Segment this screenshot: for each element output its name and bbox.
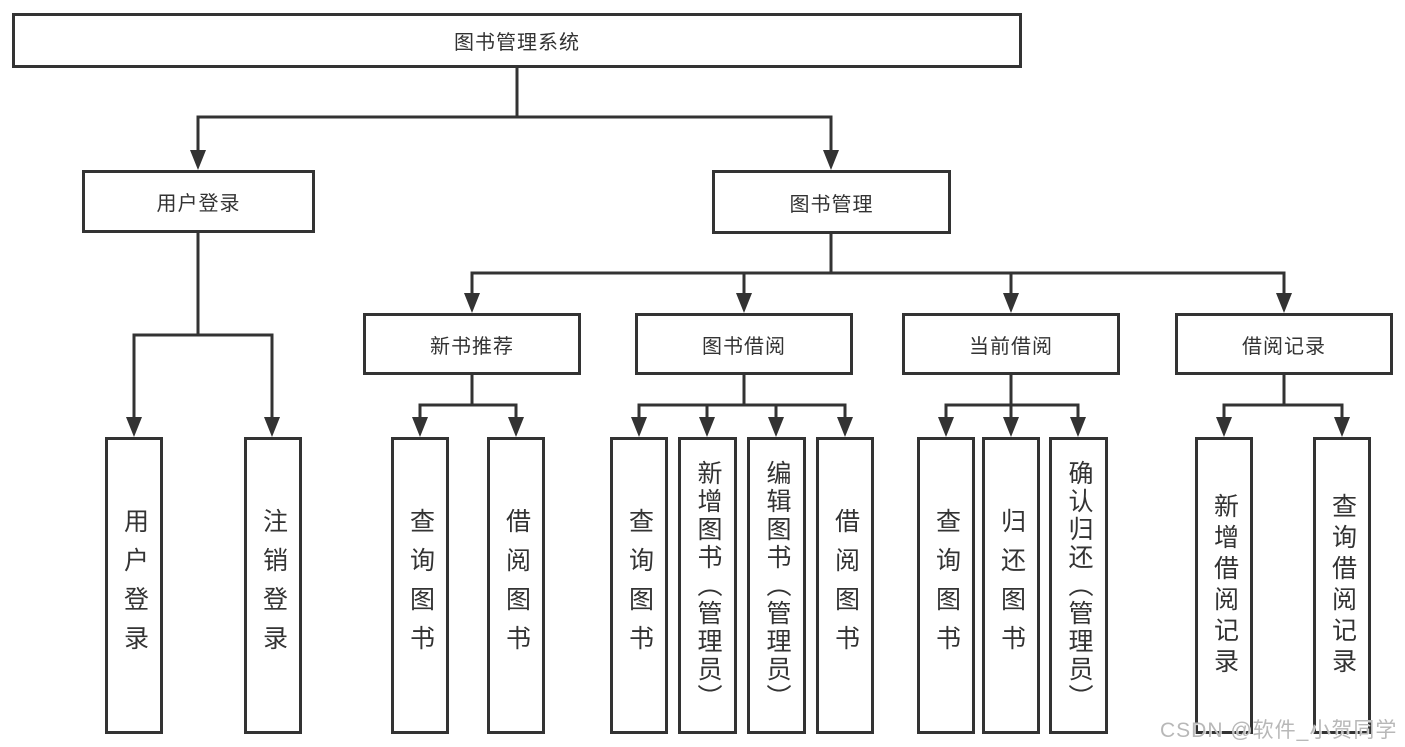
- node-label: 确认归还（管理员）: [1065, 459, 1093, 712]
- node-label: 借阅图书: [502, 507, 531, 664]
- connector-borrow-records-to-leaves: [1216, 375, 1350, 437]
- arrowhead-icon: [508, 417, 524, 437]
- leaf-logout: 注销登录: [244, 437, 302, 734]
- arrowhead-icon: [938, 417, 954, 437]
- arrowhead-icon: [464, 293, 480, 313]
- arrowhead-icon: [1216, 417, 1232, 437]
- node-book-management: 图书管理: [712, 170, 951, 234]
- node-label: 借阅图书: [831, 507, 860, 664]
- node-borrow-records: 借阅记录: [1175, 313, 1393, 375]
- arrowhead-icon: [1070, 417, 1086, 437]
- node-label: 注销登录: [259, 507, 288, 664]
- connector-book-borrow-to-leaves: [631, 375, 853, 437]
- node-label: 查询借阅记录: [1328, 492, 1357, 679]
- leaf-current-return-books: 归还图书: [982, 437, 1040, 734]
- node-label: 新增图书（管理员）: [694, 459, 722, 712]
- arrowhead-icon: [1276, 293, 1292, 313]
- node-label: 借阅记录: [1242, 335, 1326, 358]
- connector-line: [196, 68, 833, 151]
- arrowhead-icon: [823, 150, 839, 170]
- arrowhead-icon: [190, 150, 206, 170]
- connector-line: [944, 375, 1080, 418]
- connector-book-management-to-level3: [464, 234, 1292, 313]
- node-label: 图书管理: [789, 193, 874, 216]
- arrowhead-icon: [736, 293, 752, 313]
- arrowhead-icon: [631, 417, 647, 437]
- connector-line: [637, 375, 847, 418]
- arrowhead-icon: [412, 417, 428, 437]
- node-new-book-recommend: 新书推荐: [363, 313, 581, 375]
- node-label: 归还图书: [997, 507, 1026, 664]
- leaf-current-confirm-return-admin: 确认归还（管理员）: [1049, 437, 1108, 734]
- arrowhead-icon: [126, 417, 142, 437]
- node-label: 查询图书: [625, 507, 654, 664]
- leaf-user-login: 用户登录: [105, 437, 163, 734]
- connector-new-book-recommend-to-leaves: [412, 375, 524, 437]
- connector-root-to-level2: [190, 68, 839, 170]
- arrowhead-icon: [768, 417, 784, 437]
- node-user-login: 用户登录: [82, 170, 315, 233]
- leaf-borrow-borrow-books: 借阅图书: [816, 437, 874, 734]
- leaf-borrow-query-books: 查询图书: [610, 437, 668, 734]
- arrowhead-icon: [1003, 293, 1019, 313]
- connector-user-login-to-leaves: [126, 233, 280, 437]
- node-book-borrow: 图书借阅: [635, 313, 853, 375]
- node-label: 用户登录: [156, 193, 241, 215]
- node-label: 查询图书: [406, 507, 435, 664]
- leaf-borrow-add-books-admin: 新增图书（管理员）: [678, 437, 737, 734]
- leaf-recommend-query-books: 查询图书: [391, 437, 449, 734]
- node-label: 图书管理系统: [454, 32, 580, 54]
- connector-line: [1222, 375, 1344, 418]
- connector-current-borrow-to-leaves: [938, 375, 1086, 437]
- node-label: 编辑图书（管理员）: [763, 459, 791, 712]
- connector-line: [470, 234, 1286, 294]
- node-root-system: 图书管理系统: [12, 13, 1022, 68]
- arrowhead-icon: [837, 417, 853, 437]
- node-label: 新书推荐: [430, 335, 514, 358]
- node-label: 图书借阅: [702, 335, 786, 358]
- leaf-borrow-edit-books-admin: 编辑图书（管理员）: [747, 437, 806, 734]
- node-label: 用户登录: [120, 507, 149, 664]
- arrowhead-icon: [264, 417, 280, 437]
- arrowhead-icon: [1334, 417, 1350, 437]
- node-label: 查询图书: [932, 507, 961, 664]
- watermark: CSDN @软件_小贺同学: [1160, 719, 1398, 742]
- node-label: 新增借阅记录: [1210, 492, 1239, 679]
- leaf-records-query-borrow-record: 查询借阅记录: [1313, 437, 1371, 734]
- connector-line: [418, 375, 518, 418]
- leaf-recommend-borrow-books: 借阅图书: [487, 437, 545, 734]
- arrowhead-icon: [1003, 417, 1019, 437]
- leaf-current-query-books: 查询图书: [917, 437, 975, 734]
- node-current-borrow: 当前借阅: [902, 313, 1120, 375]
- leaf-records-add-borrow-record: 新增借阅记录: [1195, 437, 1253, 734]
- node-label: 当前借阅: [969, 335, 1053, 358]
- connector-line: [132, 233, 274, 418]
- arrowhead-icon: [699, 417, 715, 437]
